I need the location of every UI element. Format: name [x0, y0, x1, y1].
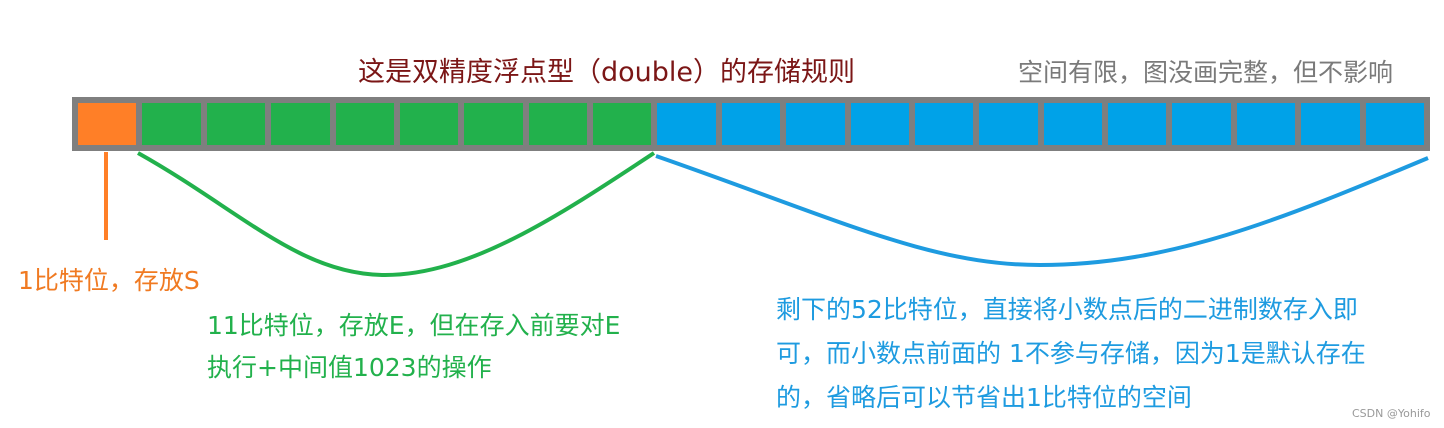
mantissa-bit-cell: [786, 103, 845, 145]
mantissa-bits-label: 剩下的52比特位，直接将小数点后的二进制数存入即 可，而小数点前面的 1不参与存…: [776, 288, 1366, 420]
exponent-bit-cell: [399, 103, 459, 145]
mantissa-bit-cell: [657, 103, 716, 145]
mantissa-label-line-1: 剩下的52比特位，直接将小数点后的二进制数存入即: [776, 295, 1358, 324]
mantissa-bit-cell: [979, 103, 1038, 145]
exponent-bit-cell: [464, 103, 523, 145]
exponent-bit-cell: [206, 103, 266, 145]
sign-bit-label: 1比特位，存放S: [18, 266, 200, 295]
exponent-bits-label: 11比特位，存放E，但在存入前要对E 执行+中间值1023的操作: [207, 305, 620, 389]
exponent-brace: [137, 151, 656, 278]
mantissa-bit-cell: [850, 103, 909, 145]
sign-bit-cell: [78, 103, 137, 145]
mantissa-bit-cell: [1365, 103, 1424, 145]
mantissa-bit-cell: [1172, 103, 1231, 145]
exponent-bit-cell: [335, 103, 394, 145]
mantissa-bit-cell: [914, 103, 974, 145]
mantissa-bit-cell: [1043, 103, 1103, 145]
exponent-bit-cell: [593, 103, 652, 145]
exponent-label-line-2: 执行+中间值1023的操作: [207, 353, 492, 382]
mantissa-brace: [655, 154, 1429, 268]
watermark: CSDN @Yohifo: [1352, 407, 1431, 420]
mantissa-bit-cell: [1301, 103, 1360, 145]
diagram-title: 这是双精度浮点型（double）的存储规则: [358, 57, 856, 88]
mantissa-bit-cell: [721, 103, 781, 145]
exponent-bit-cell: [142, 103, 201, 145]
exponent-bit-cell: [528, 103, 588, 145]
space-note: 空间有限，图没画完整，但不影响: [1018, 58, 1394, 87]
mantissa-bit-cell: [1236, 103, 1296, 145]
mantissa-label-line-3: 的，省略后可以节省出1比特位的空间: [776, 383, 1192, 412]
mantissa-bit-cell: [1108, 103, 1167, 145]
exponent-label-line-1: 11比特位，存放E，但在存入前要对E: [207, 311, 621, 340]
exponent-bit-cell: [271, 103, 330, 145]
mantissa-label-line-2: 可，而小数点前面的 1不参与存储，因为1是默认存在: [776, 339, 1366, 368]
double-bit-layout-bar: [72, 97, 1430, 151]
